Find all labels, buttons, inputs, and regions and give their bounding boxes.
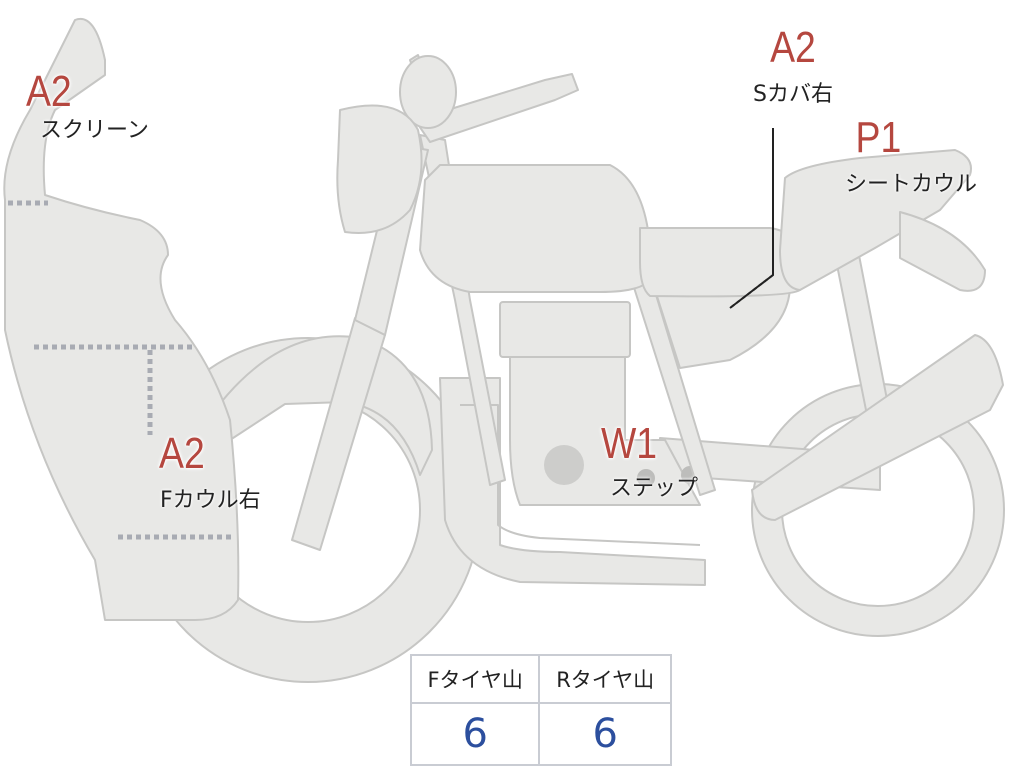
label-side-cover-right: A2 Sカバ右 [738,26,848,108]
grade-side-cover-right: A2 [770,23,816,72]
rear-tire-value: 6 [538,702,672,766]
front-tire-header: Fタイヤ山 [409,654,541,704]
part-screen: スクリーン [40,118,149,143]
tire-table-header-row: Fタイヤ山 Rタイヤ山 [409,654,672,704]
step-peg-1 [637,469,655,487]
part-front-cowl-right: Fカウル右 [160,488,261,513]
fuel-tank [419,164,651,293]
grade-front-cowl-right: A2 [159,429,205,478]
tire-table-value-row: 6 6 [409,702,672,766]
handlebar [414,73,579,143]
label-front-cowl-right: A2 Fカウル右 [150,432,270,514]
label-seat-cowl: P1 シートカウル [835,116,985,198]
front-cowl [3,17,240,621]
leader-line-dash [729,274,774,309]
tail-fin [899,211,986,292]
engine-head [499,301,631,358]
muffler [751,334,1004,521]
seat-cowl [779,149,972,291]
front-tire-value: 6 [409,702,541,766]
label-screen: A2 スクリーン [20,70,149,144]
exhaust-pipe-inner [460,404,701,546]
side-cover [654,284,791,369]
label-step: W1 ステップ [592,422,712,502]
rear-tire-header: Rタイヤ山 [538,654,672,704]
mirror [399,55,457,129]
front-fender [214,335,433,476]
part-seat-cowl: シートカウル [845,172,978,197]
seat [639,227,801,298]
grade-seat-cowl: P1 [855,113,902,162]
grade-step: W1 [601,419,658,468]
part-step: ステップ [610,476,699,501]
engine-cover [544,445,584,485]
tire-tread-table: Fタイヤ山 Rタイヤ山 6 6 [409,654,672,766]
headlight [336,104,423,234]
part-side-cover-right: Sカバ右 [753,82,833,107]
grade-screen: A2 [25,67,72,116]
